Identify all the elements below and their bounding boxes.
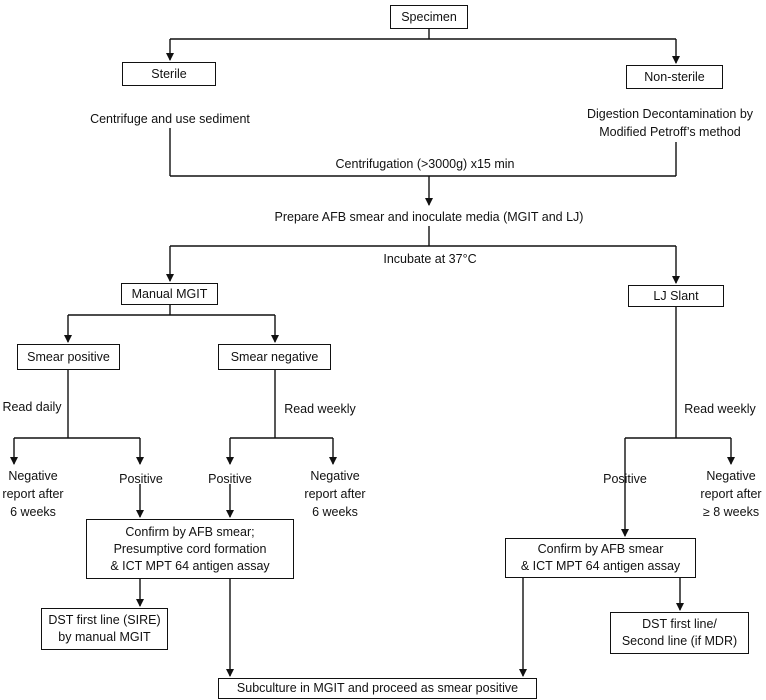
neg-lj-line-2: report after [700, 487, 762, 501]
sterile-box: Sterile [122, 62, 216, 86]
positive-mid-text: Positive [208, 472, 252, 486]
smear-negative-label: Smear negative [230, 349, 319, 364]
confirm-lj-box: Confirm by AFB smear & ICT MPT 64 antige… [505, 538, 696, 578]
read-daily-text: Read daily [2, 400, 62, 414]
read-weekly-lj-text: Read weekly [684, 402, 756, 416]
prepare-text: Prepare AFB smear and inoculate media (M… [274, 210, 584, 224]
neg-lj-line-1: Negative [706, 469, 756, 483]
incubate-text: Incubate at 37°C [383, 252, 477, 266]
confirm-lj-line-1: Confirm by AFB smear [537, 542, 664, 556]
smear-positive-label: Smear positive [27, 349, 110, 364]
positive-lj-text: Positive [603, 472, 647, 486]
digestion-line-1: Digestion Decontamination by [586, 107, 754, 121]
specimen-box: Specimen [390, 5, 468, 29]
dst-lj-line-2: Second line (if MDR) [621, 634, 738, 648]
negative-6wk-left-text: Negative report after 6 weeks [0, 467, 66, 521]
neg-left-line-1: Negative [8, 469, 58, 483]
dst-mgit-line-2: by manual MGIT [58, 630, 151, 644]
confirm-mgit-line-1: Confirm by AFB smear; [125, 524, 255, 539]
lj-slant-label: LJ Slant [653, 288, 699, 303]
neg-mid-line-1: Negative [310, 469, 360, 483]
read-weekly-mgit-text: Read weekly [284, 402, 356, 416]
manual-mgit-label: Manual MGIT [131, 286, 208, 301]
confirm-lj-line-2: & ICT MPT 64 antigen assay [520, 559, 681, 573]
manual-mgit-box: Manual MGIT [121, 283, 218, 305]
centrifugation-text: Centrifugation (>3000g) x15 min [335, 157, 515, 171]
neg-mid-line-2: report after [304, 487, 366, 501]
confirm-mgit-box: Confirm by AFB smear; Presumptive cord f… [86, 519, 294, 579]
positive-left-text: Positive [119, 472, 163, 486]
dst-mgit-line-1: DST first line (SIRE) [48, 613, 161, 627]
negative-8wk-lj-text: Negative report after ≥ 8 weeks [696, 467, 766, 521]
smear-negative-box: Smear negative [218, 344, 331, 370]
dst-mgit-box: DST first line (SIRE) by manual MGIT [41, 608, 168, 650]
neg-mid-line-3: 6 weeks [312, 505, 358, 519]
neg-left-line-2: report after [2, 487, 64, 501]
dst-lj-box: DST first line/ Second line (if MDR) [610, 612, 749, 654]
digestion-text: Digestion Decontamination by Modified Pe… [575, 105, 765, 141]
lj-slant-box: LJ Slant [628, 285, 724, 307]
centrifuge-sediment-text: Centrifuge and use sediment [90, 112, 250, 126]
confirm-mgit-line-3: & ICT MPT 64 antigen assay [110, 558, 270, 573]
smear-positive-box: Smear positive [17, 344, 120, 370]
subculture-box: Subculture in MGIT and proceed as smear … [218, 678, 537, 699]
neg-lj-line-3: ≥ 8 weeks [702, 505, 760, 519]
non-sterile-box: Non-sterile [626, 65, 723, 89]
sterile-label: Sterile [151, 66, 187, 81]
confirm-mgit-line-2: Presumptive cord formation [113, 541, 267, 556]
neg-left-line-3: 6 weeks [10, 505, 56, 519]
specimen-label: Specimen [401, 9, 457, 24]
non-sterile-label: Non-sterile [644, 69, 705, 84]
digestion-line-2: Modified Petroff’s method [599, 125, 741, 139]
subculture-label: Subculture in MGIT and proceed as smear … [236, 681, 519, 695]
negative-6wk-mid-text: Negative report after 6 weeks [300, 467, 370, 521]
dst-lj-line-1: DST first line/ [642, 617, 717, 631]
